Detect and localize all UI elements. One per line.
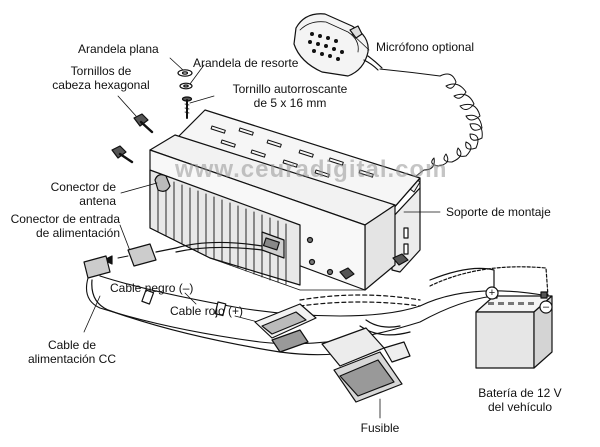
battery-icon bbox=[475, 286, 553, 369]
hex-screw-2 bbox=[111, 145, 134, 164]
watermark: www.ceuradigital.com bbox=[175, 156, 448, 183]
label-soporte-montaje: Soporte de montaje bbox=[446, 205, 551, 219]
label-cable-rojo: Cable rojo (+) bbox=[170, 304, 244, 318]
label-microfono: Micrófono optional bbox=[376, 40, 475, 54]
label-conector-antena: Conector de antena bbox=[50, 180, 116, 208]
screw-icon bbox=[181, 96, 193, 119]
front-screw bbox=[339, 253, 409, 280]
label-arandela-plana: Arandela plana bbox=[78, 42, 159, 56]
power-cable bbox=[83, 241, 549, 356]
radio-body bbox=[149, 134, 396, 291]
label-fusible: Fusible bbox=[360, 421, 400, 435]
label-cable-negro: Cable negro (–) bbox=[110, 281, 194, 295]
label-arandela-resorte: Arandela de resorte bbox=[193, 56, 299, 70]
battery-positive-mark: + bbox=[488, 287, 496, 299]
label-tornillos-hexagonal: Tornillos de cabeza hexagonal bbox=[52, 64, 150, 92]
label-cable-alimentacion: Cable de alimentación CC bbox=[27, 338, 117, 366]
label-bateria: Batería de 12 V del vehículo bbox=[478, 386, 562, 414]
hex-screw-1 bbox=[133, 113, 154, 134]
label-tornillo-autorroscante: Tornillo autorroscante de 5 x 16 mm bbox=[232, 82, 348, 110]
label-conector-entrada: Conector de entrada de alimentación bbox=[10, 212, 120, 240]
battery-negative-mark: – bbox=[542, 301, 550, 313]
washer-icon bbox=[177, 69, 193, 77]
spring-washer bbox=[179, 82, 193, 90]
fuse-holder-icon bbox=[254, 303, 411, 403]
microphone-icon bbox=[293, 13, 383, 77]
